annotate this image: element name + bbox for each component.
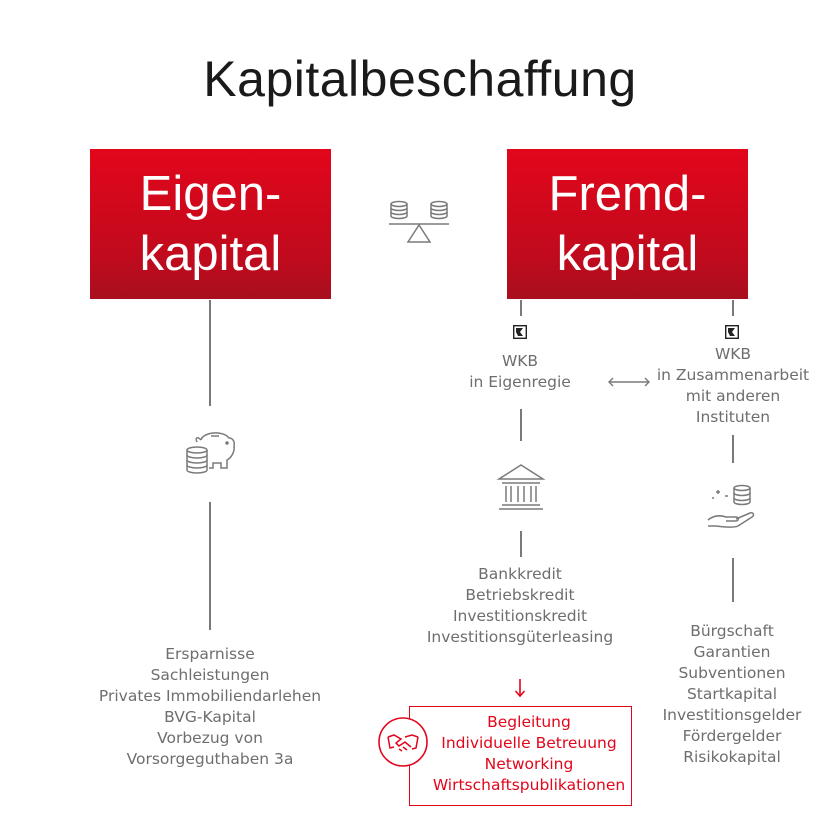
list-item: Ersparnisse	[165, 645, 255, 663]
eigen-connector-bottom	[209, 502, 211, 630]
fremd-connector-left	[520, 300, 522, 316]
list-item: BVG-Kapital	[164, 708, 256, 726]
list-item: Sachleistungen	[150, 666, 270, 684]
list-item: Privates Immobiliendarlehen	[98, 687, 322, 705]
wkb-zus-line3: mit anderen	[685, 387, 781, 405]
bank-building-icon	[496, 464, 546, 510]
eigen-connector-top	[209, 300, 211, 406]
list-item: Vorsorgeguthaben 3a	[126, 750, 294, 768]
piggy-bank-coins-icon	[186, 432, 235, 474]
zusammen-connector-top	[732, 435, 734, 463]
list-item: Garantien	[693, 643, 771, 661]
wkb-zus-line2: in Zusammenarbeit	[656, 366, 810, 384]
red-arrow-down-icon	[514, 679, 526, 698]
partner-items-list: Bürgschaft Garantien Subventionen Startk…	[632, 621, 832, 768]
list-item: Bürgschaft	[690, 622, 774, 640]
balance-scale-icon	[389, 200, 449, 243]
wkb-logo-icon	[724, 324, 740, 340]
fremdkapital-line1: Fremd-	[548, 167, 707, 221]
eigenregie-connector-bottom	[520, 531, 522, 557]
handshake-icon	[378, 717, 428, 767]
list-item: Wirtschaftspublikationen	[432, 776, 626, 794]
list-item: Begleitung	[487, 713, 571, 731]
wkb-eigen-line1: WKB	[501, 352, 539, 370]
wkb-zusammenarbeit-label: WKB in Zusammenarbeit mit anderen Instit…	[633, 344, 833, 428]
wkb-eigenregie-label: WKB in Eigenregie	[420, 351, 620, 393]
list-item: Bankkredit	[478, 565, 562, 583]
eigenkapital-line2: kapital	[139, 227, 282, 281]
wkb-eigen-line2: in Eigenregie	[469, 373, 571, 391]
list-item: Risikokapital	[683, 748, 781, 766]
fremd-connector-right	[732, 300, 734, 316]
eigenregie-connector-top	[520, 409, 522, 441]
list-item: Betriebskredit	[465, 586, 575, 604]
eigenkapital-line1: Eigen-	[139, 167, 282, 221]
eigen-items-list: Ersparnisse Sachleistungen Privates Immo…	[60, 644, 360, 770]
list-item: Fördergelder	[682, 727, 782, 745]
hand-coins-icon	[707, 484, 755, 528]
list-item: Individuelle Betreuung	[441, 734, 617, 752]
list-item: Investitionsgüterleasing	[426, 628, 614, 646]
list-item: Vorbezug von	[157, 729, 263, 747]
services-list: Begleitung Individuelle Betreuung Networ…	[409, 712, 649, 796]
fremdkapital-line2: kapital	[556, 227, 699, 281]
eigenkapital-box: Eigen- kapital	[90, 149, 331, 299]
list-item: Investitionskredit	[452, 607, 588, 625]
list-item: Networking	[484, 755, 574, 773]
wkb-logo-icon	[512, 324, 528, 340]
wkb-zus-line4: Instituten	[695, 408, 771, 426]
list-item: Subventionen	[678, 664, 786, 682]
zusammen-connector-bottom	[732, 558, 734, 602]
list-item: Investitionsgelder	[662, 706, 802, 724]
list-item: Startkapital	[686, 685, 778, 703]
double-arrow-icon	[608, 377, 650, 387]
bank-items-list: Bankkredit Betriebskredit Investitionskr…	[390, 564, 650, 648]
wkb-zus-line1: WKB	[714, 345, 752, 363]
page-title: Kapitalbeschaffung	[203, 51, 637, 107]
fremdkapital-box: Fremd- kapital	[507, 149, 748, 299]
